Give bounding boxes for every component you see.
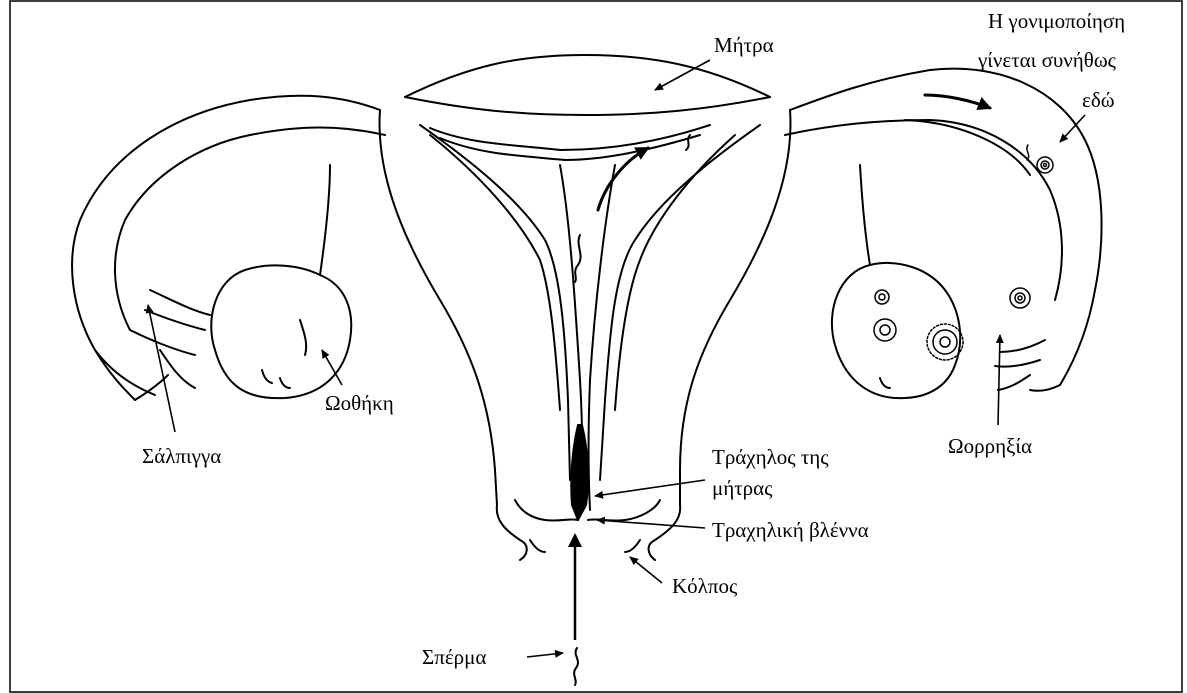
label-cervical-mucus: Τραχηλική βλέννα: [712, 518, 869, 542]
label-fertilization-line1: Η γονιμοποίηση: [988, 9, 1125, 33]
ovulating-egg: [927, 324, 963, 360]
label-vagina: Κόλπος: [672, 574, 738, 598]
cervical-canal: [571, 425, 588, 520]
right-fallopian-tube: [785, 69, 1102, 391]
label-fertilization-line2: γίνεται συνήθως: [977, 48, 1117, 72]
sperm-squiggle-tube: [686, 135, 690, 150]
label-cervix-line2: μήτρας: [712, 476, 773, 500]
sperm-squiggle-uterus: [575, 235, 581, 282]
right-ovary: [832, 165, 960, 398]
label-fertilization-line3: εδώ: [1082, 88, 1115, 112]
arrow-vagina: [630, 557, 662, 583]
sperm-squiggle-bottom: [574, 648, 578, 685]
arrow-sperm-label: [527, 653, 563, 657]
arrow-cervical-mucus: [597, 520, 705, 528]
label-sperm: Σπέρμα: [422, 645, 486, 669]
left-fallopian-tube: [72, 96, 385, 400]
label-uterus: Μήτρα: [714, 33, 774, 57]
label-ovulation: Ωορρηξία: [948, 434, 1032, 458]
arrow-ovulation: [998, 335, 1000, 425]
label-fallopian-tube: Σάλπιγγα: [142, 444, 221, 468]
label-ovary: Ωοθήκη: [325, 391, 394, 415]
arrow-fallopian-tube: [148, 305, 175, 432]
diagram-border: [10, 1, 1182, 692]
egg-cells: [1010, 157, 1053, 308]
ovary-follicles: [874, 290, 896, 341]
vagina-outline: [497, 500, 680, 560]
label-cervix-line1: Τράχηλος της: [712, 445, 829, 469]
arrow-cervix: [595, 480, 705, 496]
sperm-path-arrow-tube: [925, 95, 990, 108]
